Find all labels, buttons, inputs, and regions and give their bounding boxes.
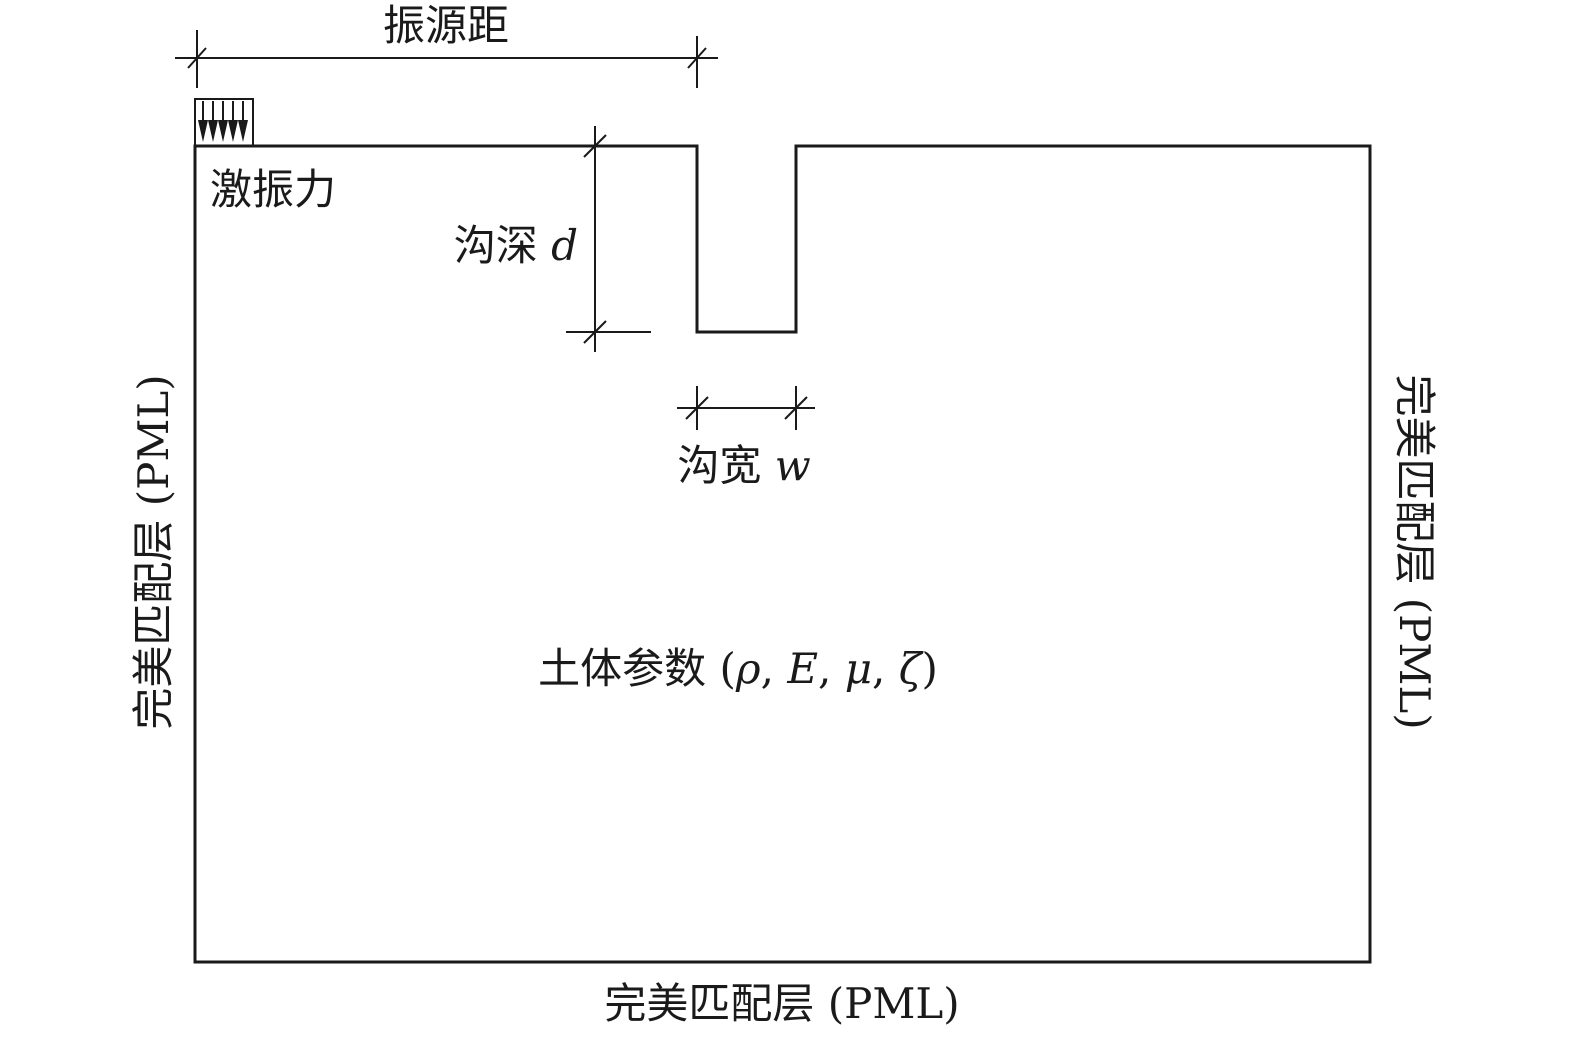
soil-parameters-label: 土体参数 (ρ, E, μ, ζ) — [538, 644, 938, 693]
trench-width-label: 沟宽 w — [677, 441, 810, 490]
excitation-force-icon — [194, 98, 254, 147]
soil-domain-boundary — [193, 144, 1372, 964]
trench-depth-dimension — [566, 126, 651, 352]
source-distance-dimension — [175, 30, 718, 88]
pml-bottom-label: 完美匹配层 (PML) — [604, 979, 959, 1028]
trench-depth-label: 沟深 d — [454, 221, 578, 270]
source-distance-label: 振源距 — [383, 1, 509, 50]
excitation-force-label: 激振力 — [210, 165, 336, 214]
trench-width-dimension — [677, 386, 815, 430]
pml-right-label: 完美匹配层 (PML) — [1390, 374, 1439, 729]
pml-left-label: 完美匹配层 (PML) — [129, 374, 178, 729]
